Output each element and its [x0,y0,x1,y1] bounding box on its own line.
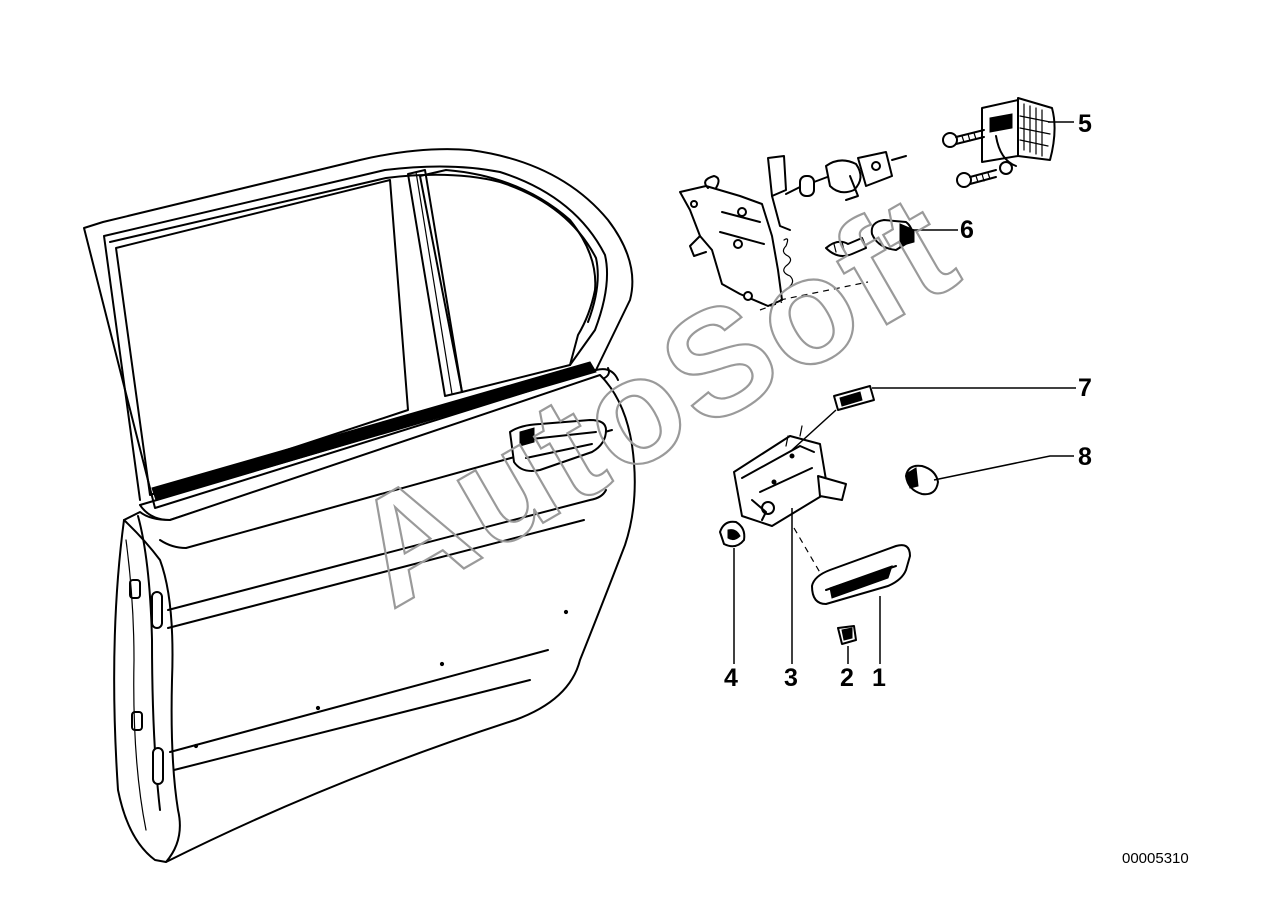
clip-nut [719,520,746,548]
door-handle [509,419,607,472]
striker-plate [942,97,1056,188]
screw-lower [956,161,1013,188]
callout-3: 3 [784,664,798,692]
callout-5: 5 [1078,110,1092,138]
callout-2: 2 [840,664,854,692]
leader-lines [733,121,1076,664]
callout-8: 8 [1078,443,1092,471]
callout-7: 7 [1078,374,1092,402]
bracket-strip [833,385,875,411]
callout-1: 1 [872,664,886,692]
door-lock-mechanism [679,151,907,311]
screw-upper [942,129,985,148]
plug-cap [905,464,939,496]
diagram-code: 00005310 [1122,850,1189,867]
callout-4: 4 [724,664,738,692]
lock-actuator [733,409,847,577]
rear-door-panel [83,148,636,863]
callout-6: 6 [960,216,974,244]
small-screw [837,625,857,645]
handle-cover [811,544,911,605]
